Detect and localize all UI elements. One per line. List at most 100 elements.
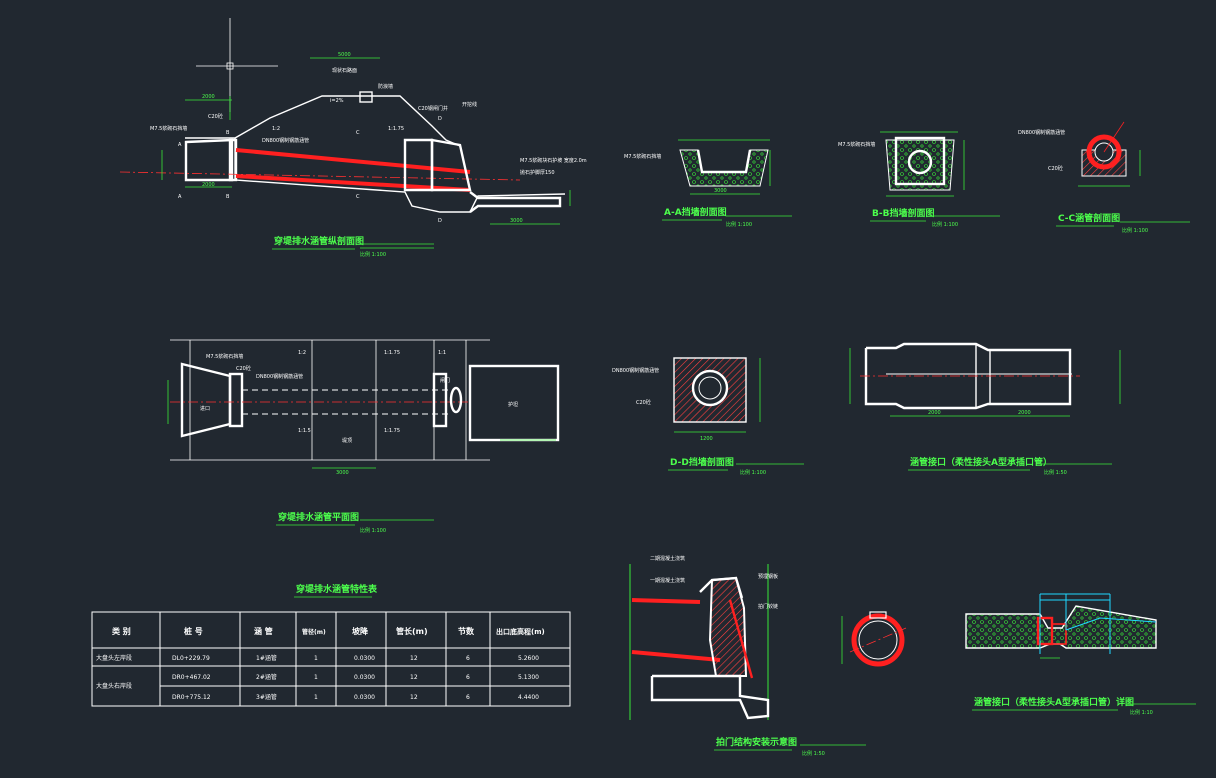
table-cell: DR0+467.02	[172, 674, 211, 681]
title-profile: 穿堤排水涵管纵剖面图	[274, 235, 364, 247]
table-cell: DL0+229.79	[172, 655, 210, 662]
table-cell: 1	[314, 674, 318, 681]
title-gate: 拍门结构安装示意图	[716, 736, 797, 748]
label-steel-pipe: DN800钢制钢筋涵管	[262, 137, 309, 144]
table-header-3: 管径(m)	[302, 628, 326, 636]
label-plan-inlet: 进口	[200, 405, 210, 412]
label-slope-175: 1:1.75	[388, 126, 404, 132]
table-header-5: 管长(m)	[396, 626, 428, 636]
table-cell: 12	[410, 674, 418, 681]
label-dd-c20: C20砼	[636, 399, 651, 406]
section-dd: DN800钢制钢筋涵管 C20砼 1200 D-D挡墙剖面图 比例 1:100	[612, 357, 804, 476]
label-cc-c20: C20砼	[1048, 165, 1063, 172]
title-bb: B-B挡墙剖面图	[872, 207, 934, 219]
table-cell: 12	[410, 655, 418, 662]
label-plan-wall: M7.5浆砌石挡墙	[206, 353, 243, 360]
dim-joint-b: 2000	[1018, 410, 1031, 416]
label-plan-outlet: 护坦	[508, 401, 518, 408]
label-plan-pipe: DN800钢制钢筋涵管	[256, 373, 303, 380]
title-dd: D-D挡墙剖面图	[670, 456, 734, 468]
profile-view: 5000 现状石路面 i=2% 防浪墙 C20钢闸门井 开挖线 M7.5浆砌石挡…	[119, 18, 587, 258]
pipe-joint-view: 2000 2000 涵管接口（柔性接头A型承插口管） 比例 1:50	[849, 342, 1121, 476]
table-header-1: 桩 号	[184, 626, 203, 636]
table-cell: 6	[466, 655, 470, 662]
pipe-ring-view	[841, 611, 907, 667]
spec-table: 穿堤排水涵管特性表 类 别 桩 号 涵 管 管径(m) 坡降 管长(m) 节数 …	[91, 583, 571, 707]
label-plan-12: 1:2	[298, 350, 306, 356]
dim-aa: 3000	[714, 188, 727, 194]
table-cell: 大盘头右岸段	[96, 682, 132, 690]
section-mark-a2: A	[178, 194, 182, 200]
table-cell: 0.0300	[354, 694, 375, 701]
label-plan-175: 1:1.75	[384, 350, 400, 356]
section-mark-b: B	[226, 130, 230, 136]
dim-plan-3000: 3000	[336, 470, 349, 476]
label-plan-175b: 1:1.75	[384, 428, 400, 434]
table-cell: 5.1300	[518, 674, 539, 681]
label-guardrail: 防浪墙	[378, 83, 393, 90]
gate-label-3: 预埋钢板	[758, 573, 778, 580]
label-slope: i=2%	[330, 98, 344, 104]
table-cell: 1	[314, 694, 318, 701]
label-c20: C20砼	[208, 113, 223, 120]
scale-aa: 比例 1:100	[726, 221, 752, 228]
title-plan: 穿堤排水涵管平面图	[278, 511, 359, 523]
label-plan-1: 1:1	[438, 350, 446, 356]
table-cell: 1	[314, 655, 318, 662]
label-road: 现状石路面	[332, 67, 357, 74]
section-mark-a: A	[178, 142, 182, 148]
table-header-4: 坡降	[352, 626, 369, 636]
section-mark-d2: D	[438, 218, 442, 224]
scale-dd: 比例 1:100	[740, 469, 766, 476]
label-aa-wall: M7.5浆砌石挡墙	[624, 153, 661, 160]
gate-label-4: 拍门铰链	[758, 603, 778, 610]
joint-detail-view: 涵管接口（柔性接头A型承插口管）详图 比例 1:10	[965, 593, 1196, 716]
gate-label-1: 二期混凝土浇筑	[650, 555, 685, 562]
label-plan-dike: 堤顶	[342, 437, 352, 444]
scale-profile: 比例 1:100	[360, 251, 386, 258]
scale-plan: 比例 1:100	[360, 527, 386, 534]
table-cell: 0.0300	[354, 674, 375, 681]
scale-gate: 比例 1:50	[802, 750, 825, 757]
table-cell: 大盘头左岸段	[96, 654, 132, 662]
scale-cc: 比例 1:100	[1122, 227, 1148, 234]
label-design-line: 开挖线	[462, 101, 477, 108]
label-m75-wall: M7.5浆砌石挡墙	[150, 125, 187, 132]
section-mark-d: D	[438, 116, 442, 122]
label-plan-c20: C20砼	[236, 365, 251, 372]
scale-bb: 比例 1:100	[932, 221, 958, 228]
label-riprap: 抛石护脚厚150	[520, 169, 555, 176]
section-bb: M7.5浆砌石挡墙 B-B挡墙剖面图 比例 1:100	[838, 131, 1000, 228]
gate-label-2: 一期混凝土浇筑	[650, 577, 685, 584]
section-mark-b2: B	[226, 194, 230, 200]
dim-3000: 3000	[510, 218, 523, 224]
section-mark-c: C	[356, 130, 360, 136]
section-mark-c2: C	[356, 194, 360, 200]
title-aa: A-A挡墙剖面图	[664, 206, 727, 218]
label-bb-wall: M7.5浆砌石挡墙	[838, 141, 875, 148]
title-cc: C-C涵管剖面图	[1058, 212, 1120, 224]
table-cell: DR0+775.12	[172, 694, 211, 701]
scale-joint-detail: 比例 1:10	[1130, 709, 1153, 716]
label-gate-well: C20钢闸门井	[418, 105, 448, 112]
dim-joint-a: 2000	[928, 410, 941, 416]
section-aa: M7.5浆砌石挡墙 3000 A-A挡墙剖面图 比例 1:100	[624, 139, 792, 228]
table-cell: 12	[410, 694, 418, 701]
table-cell: 5.2600	[518, 655, 539, 662]
label-cc-pipe: DN800钢制钢筋涵管	[1018, 129, 1065, 136]
title-joint: 涵管接口（柔性接头A型承插口管）	[910, 456, 1052, 468]
plan-view: M7.5浆砌石挡墙 C20砼 DN800钢制钢筋涵管 1:2 1:1.5 1:1…	[167, 339, 560, 534]
title-joint-detail: 涵管接口（柔性接头A型承插口管）详图	[974, 696, 1134, 708]
table-cell: 3#涵管	[256, 693, 277, 701]
table-header-0: 类 别	[112, 626, 131, 636]
dim-top-width: 5000	[338, 52, 351, 58]
table-header-2: 涵 管	[254, 626, 273, 636]
table-cell: 2#涵管	[256, 673, 277, 681]
table-cell: 4.4400	[518, 694, 539, 701]
table-cell: 6	[466, 674, 470, 681]
section-cc: DN800钢制钢筋涵管 C20砼 C-C涵管剖面图 比例 1:100	[1018, 121, 1190, 234]
label-plan-gate: 闸门	[440, 377, 450, 384]
table-cell: 6	[466, 694, 470, 701]
table-cell: 1#涵管	[256, 654, 277, 662]
